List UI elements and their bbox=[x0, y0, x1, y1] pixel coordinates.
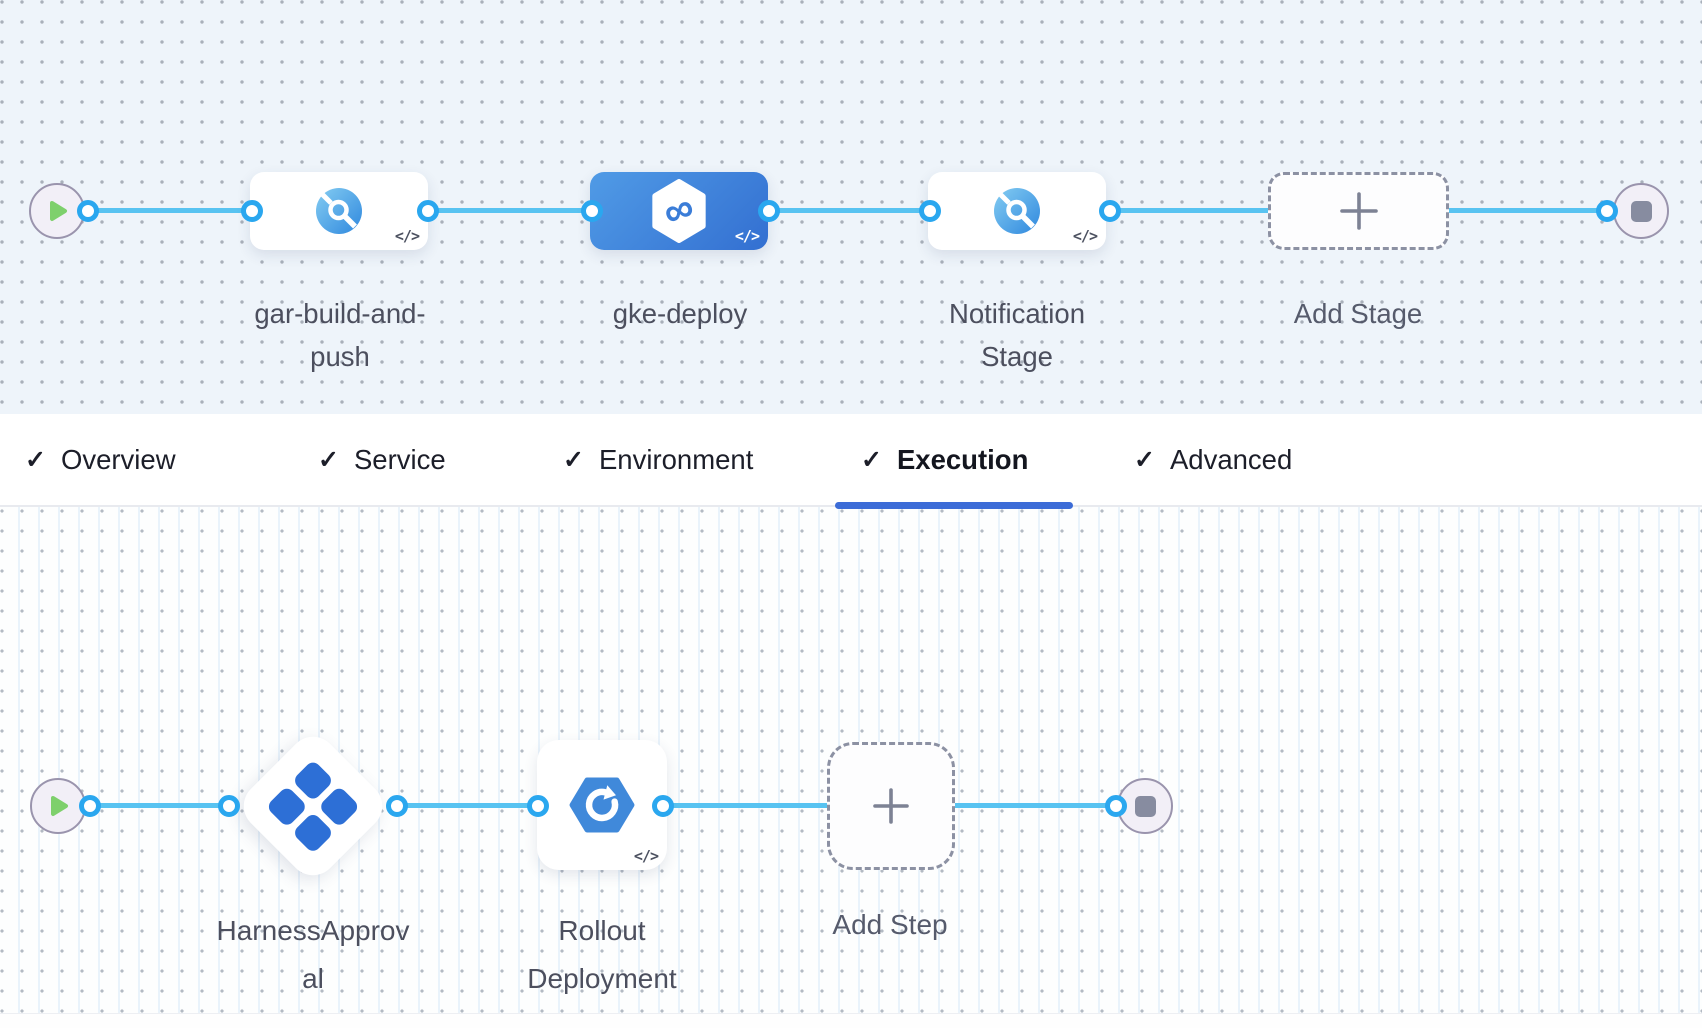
connection-point[interactable] bbox=[79, 795, 101, 817]
tab-label: Execution bbox=[896, 443, 1029, 475]
stage-card-gke-deploy[interactable]: ∞ </> bbox=[590, 172, 768, 250]
step-node-rollout-deployment[interactable]: </> bbox=[537, 740, 667, 870]
play-icon bbox=[51, 796, 68, 816]
stage-card-notification-stage[interactable]: </> bbox=[928, 172, 1106, 250]
step-label: HarnessApproval bbox=[216, 915, 410, 994]
tab-label: Service bbox=[353, 443, 446, 475]
wire bbox=[765, 208, 934, 213]
harness-cd-hexagon-icon: ∞ bbox=[652, 179, 706, 243]
stop-icon bbox=[1630, 200, 1652, 222]
wire bbox=[58, 803, 233, 808]
add-step-label: Add Step bbox=[832, 909, 948, 940]
code-icon: </> bbox=[394, 227, 420, 245]
code-icon: </> bbox=[734, 227, 760, 245]
checkmark-icon: ✓ bbox=[1134, 445, 1155, 474]
connection-point[interactable] bbox=[241, 200, 263, 222]
rollout-hexagon-icon bbox=[569, 777, 635, 833]
code-icon: </> bbox=[1072, 227, 1098, 245]
stage-graph-canvas: </> ∞ </> </> bbox=[0, 0, 1702, 414]
tab-label: Overview bbox=[60, 443, 176, 475]
step-node-harness-approval[interactable] bbox=[233, 726, 393, 886]
tab-execution[interactable]: ✓ Execution bbox=[861, 414, 1028, 505]
connection-point[interactable] bbox=[1105, 795, 1127, 817]
container-registry-icon bbox=[994, 188, 1040, 234]
connection-point[interactable] bbox=[919, 200, 941, 222]
plus-icon bbox=[873, 788, 909, 824]
tab-advanced[interactable]: ✓ Advanced bbox=[1134, 414, 1292, 505]
connection-point[interactable] bbox=[1596, 200, 1618, 222]
stop-icon bbox=[1134, 795, 1156, 817]
stage-config-tab-bar: ✓ Overview ✓ Service ✓ Environment ✓ Exe… bbox=[0, 414, 1702, 509]
execution-graph-canvas: </> HarnessApproval Rollout Deployment A… bbox=[0, 507, 1702, 1028]
connection-point[interactable] bbox=[77, 200, 99, 222]
connection-point[interactable] bbox=[758, 200, 780, 222]
connection-point[interactable] bbox=[218, 795, 240, 817]
checkmark-icon: ✓ bbox=[563, 445, 584, 474]
checkmark-icon: ✓ bbox=[318, 445, 339, 474]
tab-label: Advanced bbox=[1169, 443, 1293, 475]
tab-service[interactable]: ✓ Service bbox=[318, 414, 446, 505]
connection-point[interactable] bbox=[417, 200, 439, 222]
step-label: Rollout Deployment bbox=[527, 915, 677, 994]
connection-point[interactable] bbox=[386, 795, 408, 817]
approval-diamond-icon bbox=[265, 758, 361, 854]
canvas-bottom-edge bbox=[0, 1013, 1702, 1028]
wire bbox=[57, 208, 256, 213]
active-tab-underline bbox=[835, 502, 1073, 509]
add-stage-button[interactable] bbox=[1268, 172, 1449, 250]
container-registry-icon bbox=[316, 188, 362, 234]
tab-overview[interactable]: ✓ Overview bbox=[25, 414, 176, 505]
stage-label: gke-deploy bbox=[612, 298, 748, 329]
connection-point[interactable] bbox=[527, 795, 549, 817]
add-step-button[interactable] bbox=[827, 742, 955, 870]
plus-icon bbox=[1339, 192, 1378, 230]
code-icon: </> bbox=[633, 847, 659, 865]
connection-point[interactable] bbox=[1099, 200, 1121, 222]
add-stage-label: Add Stage bbox=[1293, 298, 1423, 329]
execution-start-node bbox=[30, 778, 86, 834]
wire bbox=[424, 208, 596, 213]
pipeline-end-node bbox=[1613, 183, 1669, 239]
wire bbox=[393, 803, 542, 808]
stage-card-gar-build-and-push[interactable]: </> bbox=[250, 172, 428, 250]
tab-environment[interactable]: ✓ Environment bbox=[563, 414, 753, 505]
stage-label: Notification Stage bbox=[948, 298, 1086, 372]
connection-point[interactable] bbox=[581, 200, 603, 222]
stage-label: gar-build-and-push bbox=[254, 298, 426, 372]
pipeline-start-node bbox=[29, 183, 85, 239]
play-icon bbox=[50, 201, 67, 221]
connection-point[interactable] bbox=[652, 795, 674, 817]
checkmark-icon: ✓ bbox=[861, 445, 882, 474]
checkmark-icon: ✓ bbox=[25, 445, 46, 474]
tab-label: Environment bbox=[598, 443, 754, 475]
